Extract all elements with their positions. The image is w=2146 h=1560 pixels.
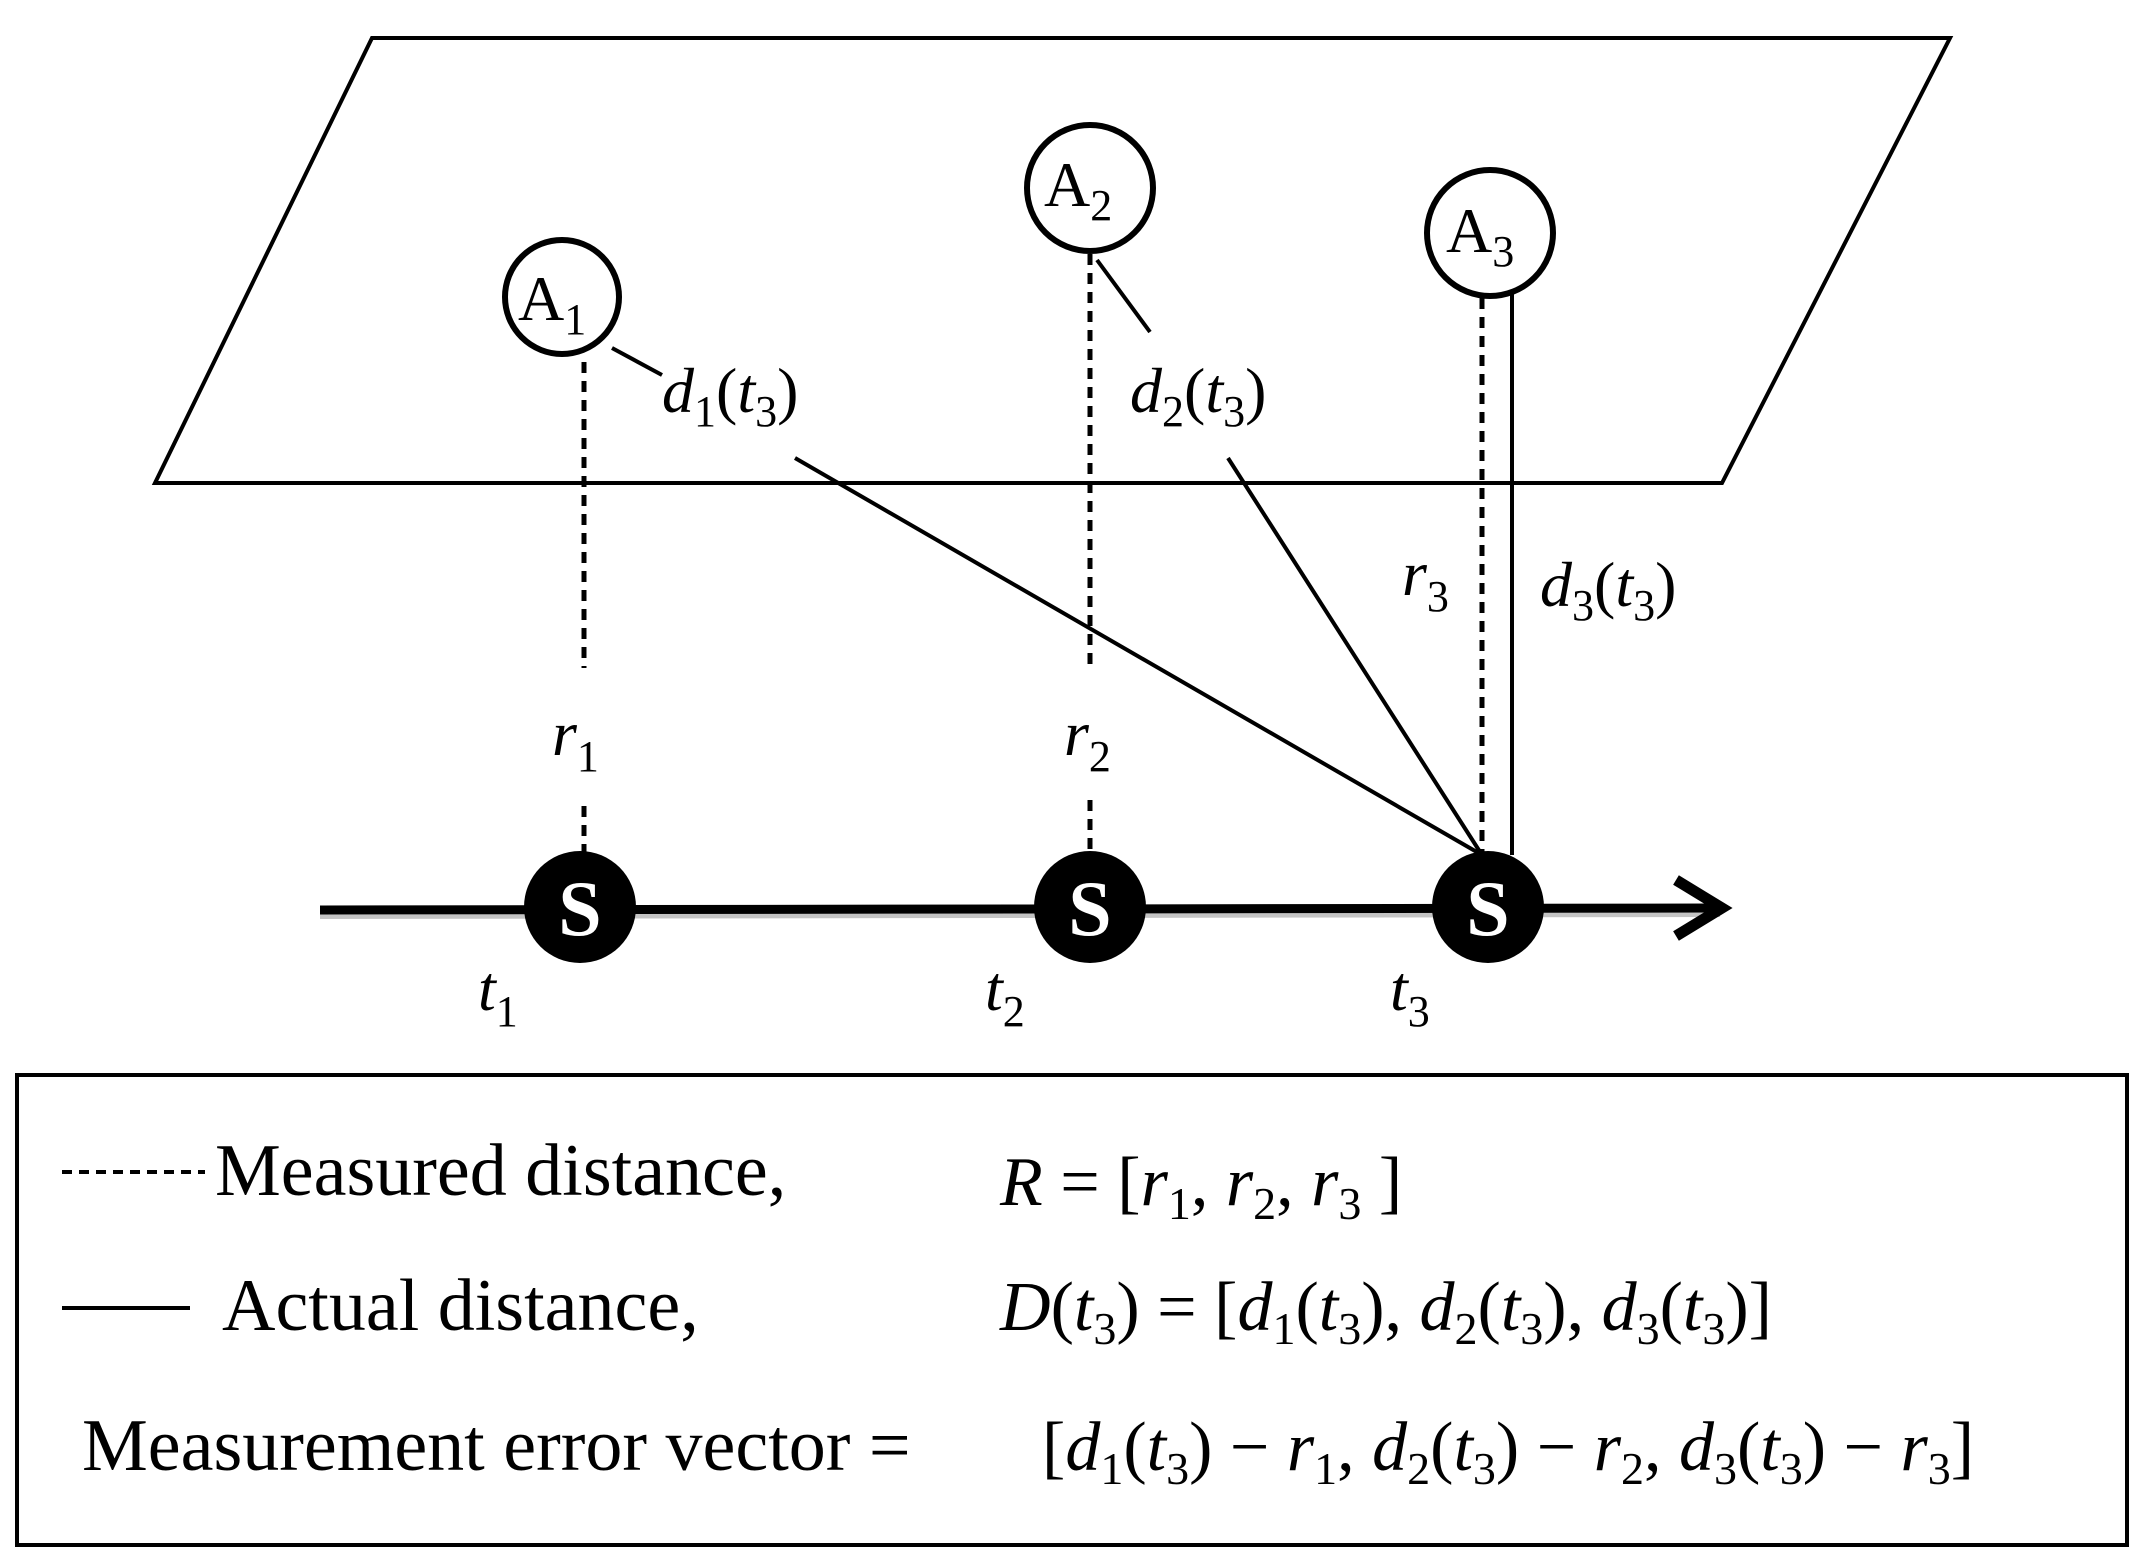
actual-label-d1: d1(t3) bbox=[662, 355, 798, 436]
time-label-t1: t1 bbox=[478, 953, 518, 1036]
measured-distance-lines bbox=[581, 254, 1485, 855]
measured-label-r1: r1 bbox=[552, 698, 599, 781]
anchor-node-a1: A1 bbox=[502, 237, 622, 357]
legend-error-formula: [d1(t3) − r1, d2(t3) − r2, d3(t3) − r3] bbox=[1042, 1409, 1974, 1494]
anchor-a3-sub: 3 bbox=[1492, 227, 1514, 276]
time-label-t2: t2 bbox=[985, 953, 1025, 1036]
sensor-label-3: S bbox=[1466, 865, 1509, 952]
anchor-plane bbox=[151, 36, 1954, 485]
actual-leader-d1 bbox=[611, 346, 663, 377]
time-label-t3: t3 bbox=[1390, 953, 1430, 1036]
legend-error-text: Measurement error vector = bbox=[82, 1405, 911, 1487]
legend-measured-formula: rR = [r1, r2, r3 ] bbox=[999, 1144, 1402, 1229]
actual-label-d2: d2(t3) bbox=[1130, 355, 1266, 436]
anchor-node-a3: A3 bbox=[1424, 167, 1556, 299]
sensor-node-t2: S bbox=[1034, 851, 1146, 963]
anchor-a3-label: A bbox=[1446, 195, 1492, 266]
legend-actual-formula: D(t3) = [d1(t3), d2(t3), d3(t3)] bbox=[999, 1269, 1772, 1354]
anchor-node-a2: A2 bbox=[1024, 122, 1156, 254]
measured-label-r3: r3 bbox=[1402, 538, 1449, 621]
sensor-label-1: S bbox=[558, 865, 601, 952]
legend-box: Measured distance, rR = [r1, r2, r3 ] Ac… bbox=[15, 1073, 2129, 1547]
anchor-a1-sub: 1 bbox=[564, 295, 586, 344]
anchor-a1-label: A bbox=[518, 263, 564, 334]
anchor-a2-label: A bbox=[1044, 149, 1090, 220]
actual-leader-d2 bbox=[1095, 258, 1152, 334]
sensor-label-2: S bbox=[1068, 865, 1111, 952]
svg-text:A2: A2 bbox=[1044, 149, 1112, 230]
sensor-node-t3: S bbox=[1432, 851, 1544, 963]
sensor-node-t1: S bbox=[524, 851, 636, 963]
legend-measured-text: Measured distance, bbox=[215, 1130, 786, 1212]
actual-distance-lines bbox=[611, 258, 1514, 857]
arrow-head-icon bbox=[1673, 875, 1733, 941]
anchor-a2-sub: 2 bbox=[1090, 181, 1112, 230]
actual-line-d1 bbox=[793, 456, 1484, 857]
actual-line-d2 bbox=[1226, 456, 1484, 857]
svg-text:A3: A3 bbox=[1446, 195, 1514, 276]
svg-text:A1: A1 bbox=[518, 263, 586, 344]
legend-actual-text: Actual distance, bbox=[222, 1265, 699, 1347]
measured-label-r2: r2 bbox=[1064, 698, 1111, 781]
actual-label-d3: d3(t3) bbox=[1540, 549, 1676, 630]
